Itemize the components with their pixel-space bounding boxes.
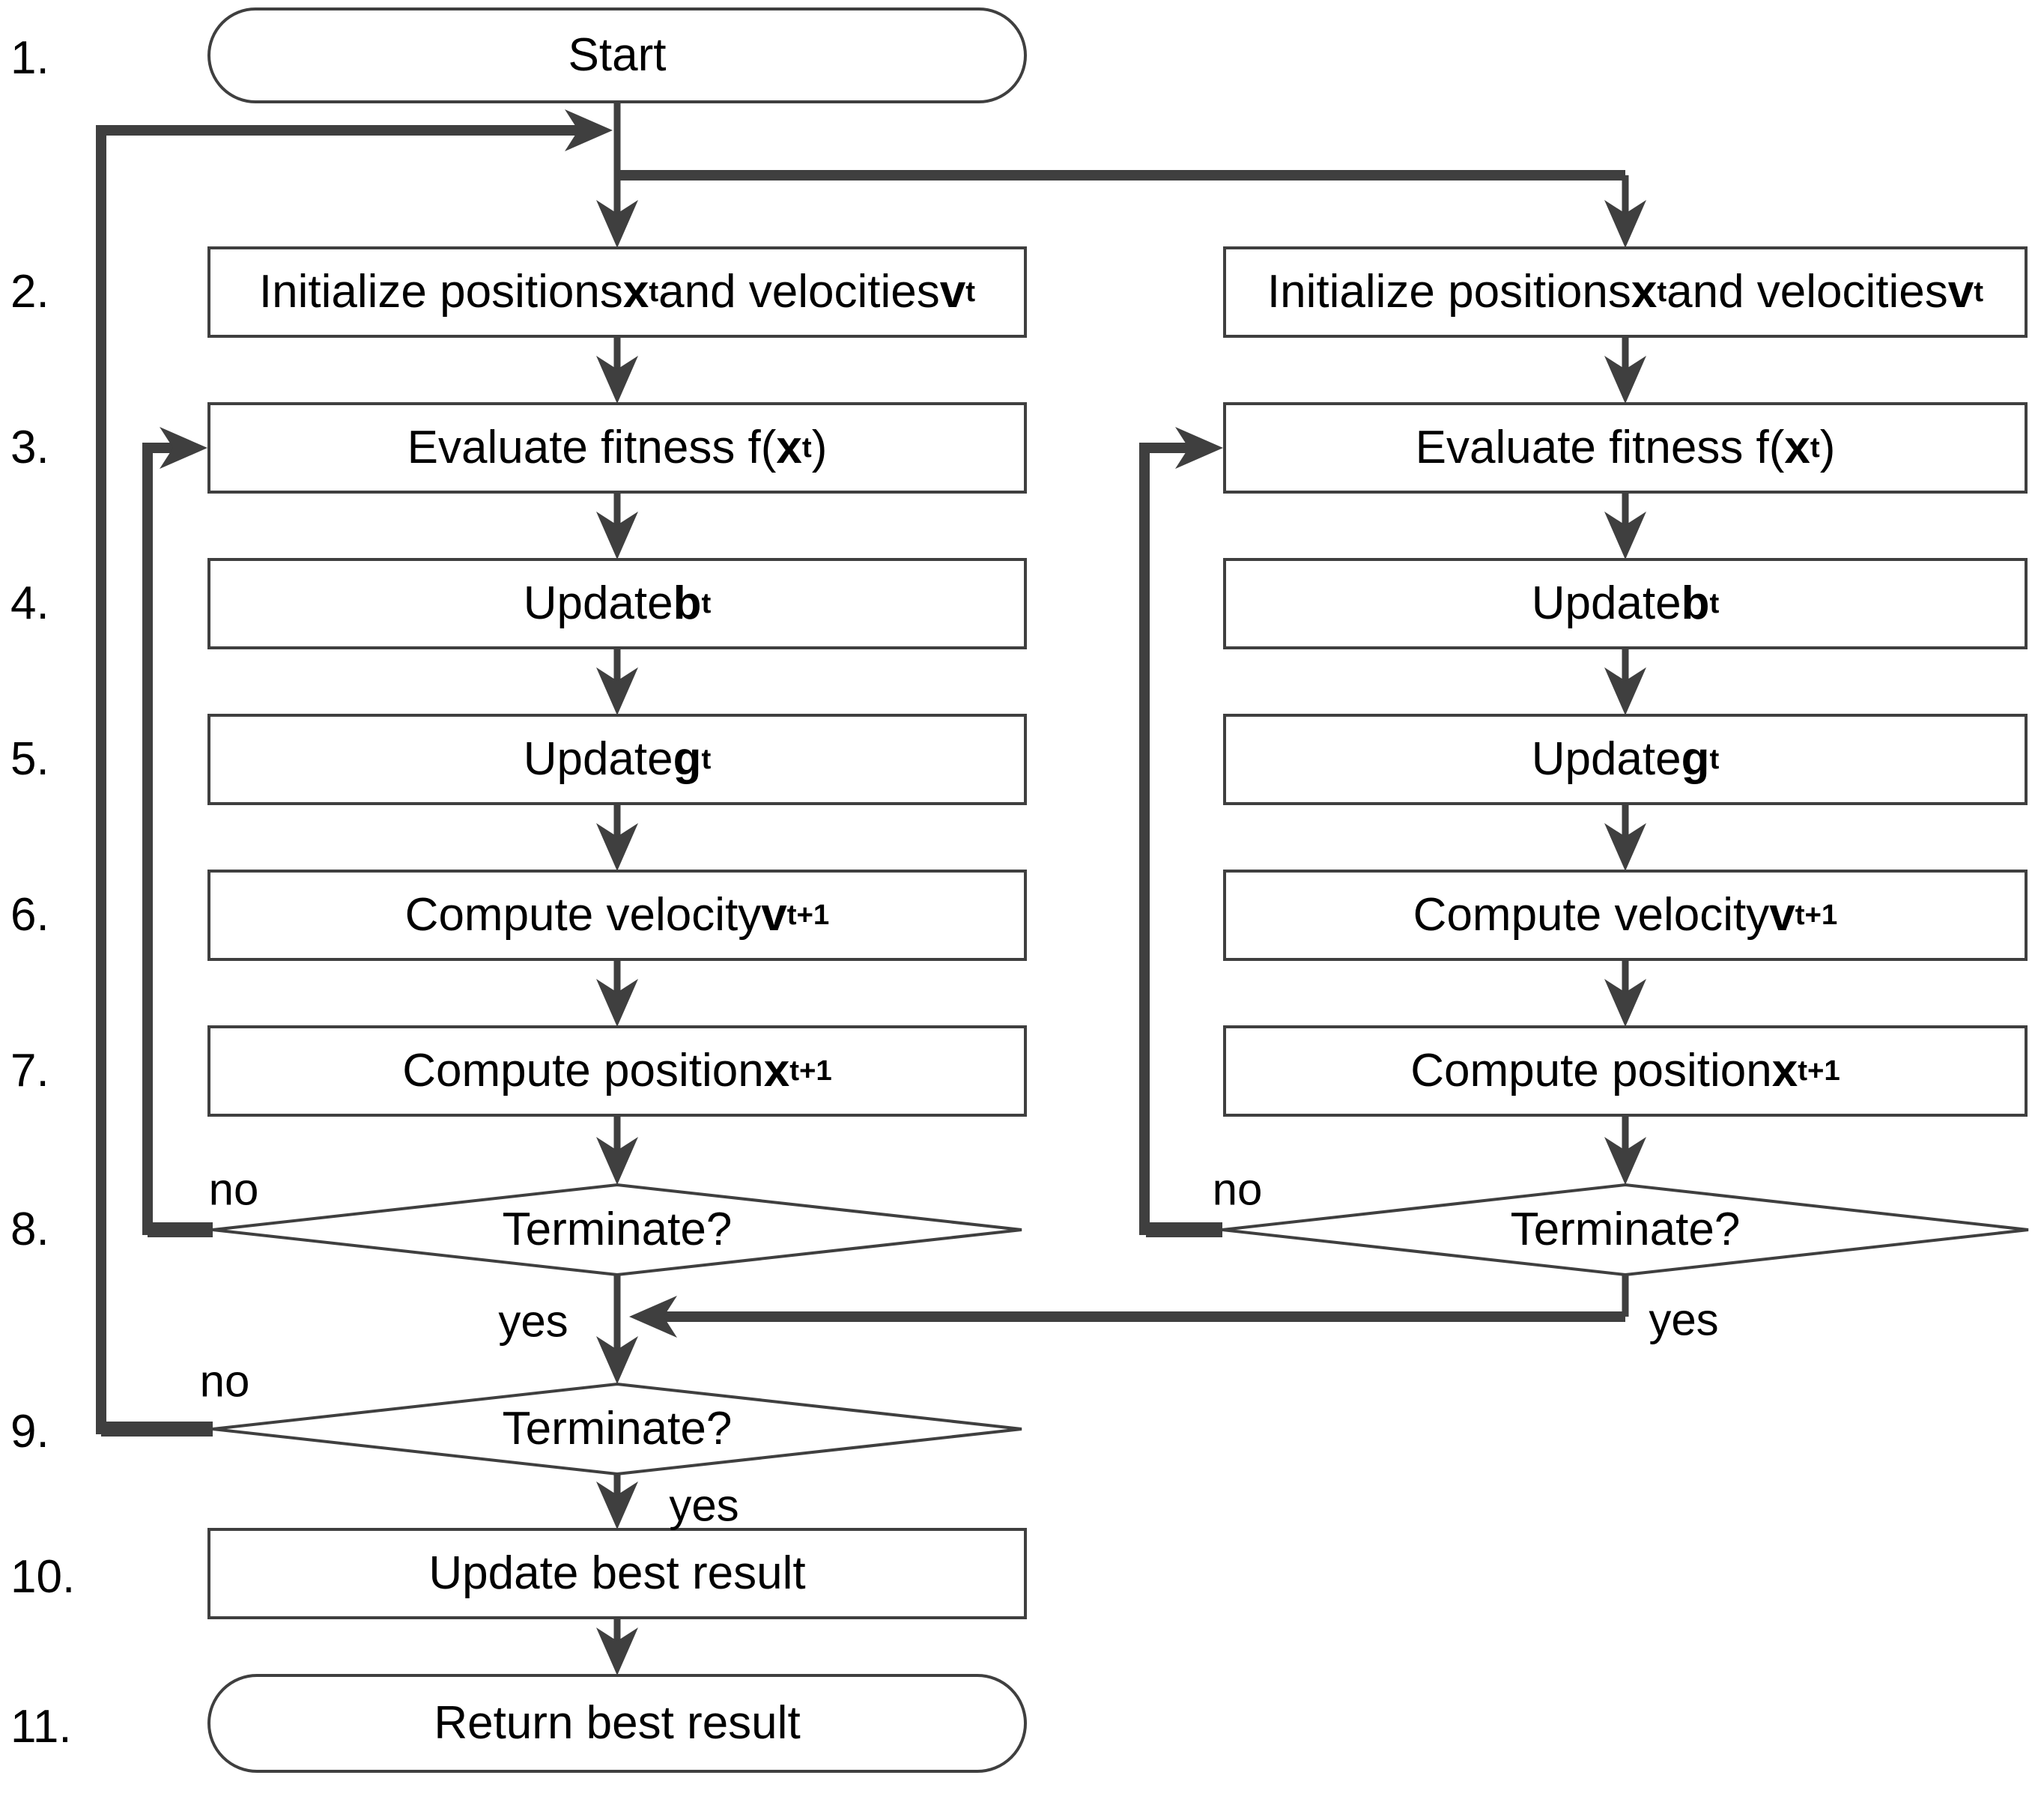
- decision-diamond-shape: [1222, 1183, 2029, 1277]
- row-number-5: 5.: [10, 733, 49, 785]
- row-number-8: 8.: [10, 1204, 49, 1255]
- arrowhead-down: [596, 1627, 638, 1675]
- terminate-decision-label-left: Terminate?: [502, 1203, 733, 1255]
- row-number-6: 6.: [10, 889, 49, 941]
- row-number-1: 1.: [10, 32, 49, 84]
- arrowhead-down: [596, 667, 638, 715]
- arrowhead-down: [596, 1336, 638, 1384]
- node-shapes: [207, 7, 2029, 1773]
- left-loop-line: [142, 443, 213, 1235]
- arrowhead-right: [1175, 427, 1223, 469]
- right-loop-line: [1139, 443, 1222, 1235]
- process-box-shape: [1223, 714, 2028, 805]
- terminate-decision-label-right: Terminate?: [1510, 1203, 1741, 1255]
- arrowhead-right: [160, 427, 207, 469]
- process-box-shape: [207, 246, 1027, 338]
- process-box-shape: [1223, 558, 2028, 649]
- row-number-9: 9.: [10, 1406, 49, 1457]
- row-number-4: 4.: [10, 577, 49, 629]
- process-box-shape: [1223, 870, 2028, 961]
- process-box-shape: [207, 870, 1027, 961]
- update-best-result-label: Update best result: [428, 1547, 806, 1599]
- row-number-10: 10.: [10, 1551, 76, 1603]
- arrowhead-down: [596, 356, 638, 404]
- arrowhead-down: [596, 979, 638, 1027]
- arrowhead-down: [1604, 200, 1646, 248]
- start-terminator-shape: [207, 7, 1027, 103]
- process-box-shape: [207, 714, 1027, 805]
- arrowhead-down: [1604, 1137, 1646, 1185]
- no-label-right-loop: no: [1212, 1164, 1263, 1215]
- terminate-decision-label-outer: Terminate?: [502, 1402, 733, 1454]
- arrowhead-down: [1604, 979, 1646, 1027]
- arrowhead-down: [596, 823, 638, 871]
- end-terminator-shape: [207, 1674, 1027, 1773]
- yes-label-left: yes: [498, 1296, 568, 1347]
- yes-label-final: yes: [669, 1480, 739, 1531]
- arrowhead-down: [1604, 512, 1646, 559]
- arrowhead-left: [629, 1296, 677, 1338]
- row-number-2: 2.: [10, 266, 49, 318]
- return-best-result-label: Return best result: [434, 1696, 801, 1749]
- arrowhead-down: [596, 1481, 638, 1529]
- row-number-3: 3.: [10, 422, 49, 473]
- process-box-shape: [207, 402, 1027, 494]
- arrowhead-down: [596, 200, 638, 248]
- connectors: [96, 102, 1646, 1675]
- process-box-shape: [207, 558, 1027, 649]
- arrowhead-down: [1604, 667, 1646, 715]
- decision-diamond-shape: [212, 1183, 1022, 1277]
- arrowhead-down: [596, 1137, 638, 1185]
- arrowhead-down: [1604, 823, 1646, 871]
- process-box-shape: [1223, 1025, 2028, 1117]
- yes-label-right: yes: [1649, 1294, 1719, 1345]
- arrowhead-down: [596, 512, 638, 559]
- decision-diamond-shape: [212, 1382, 1022, 1476]
- no-label-left-loop: no: [208, 1164, 259, 1215]
- no-label-outer-loop: no: [199, 1356, 250, 1407]
- arrowhead-down: [1604, 356, 1646, 404]
- row-number-7: 7.: [10, 1045, 49, 1096]
- process-box-shape: [207, 1528, 1027, 1619]
- arrowhead-right: [565, 109, 613, 151]
- row-number-11: 11.: [10, 1701, 72, 1753]
- start-node-label: Start: [568, 28, 667, 81]
- process-box-shape: [207, 1025, 1027, 1117]
- process-box-shape: [1223, 246, 2028, 338]
- process-box-shape: [1223, 402, 2028, 494]
